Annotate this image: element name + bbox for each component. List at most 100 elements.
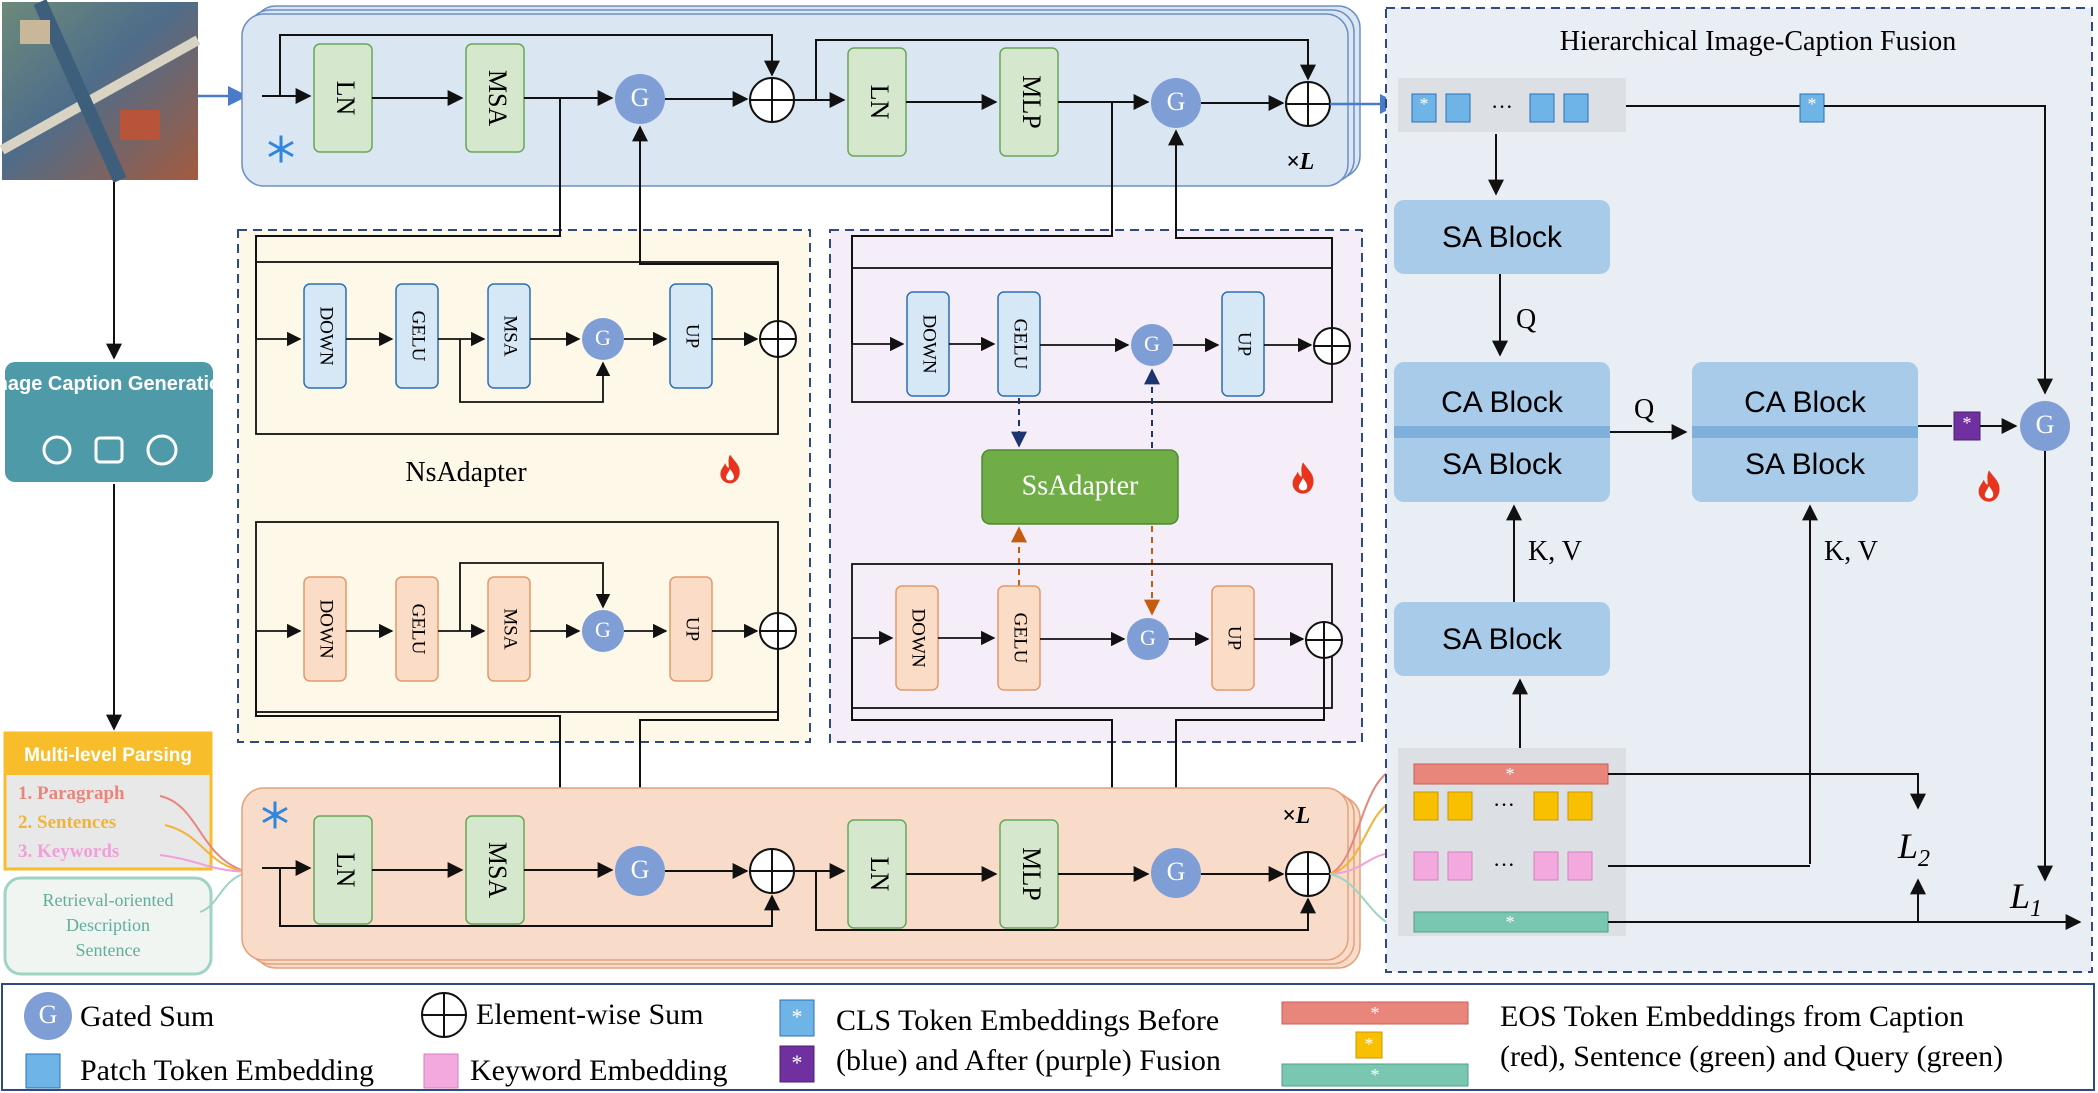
fusion-gate	[2020, 401, 2070, 451]
retrieval-line-2: Description	[66, 915, 150, 935]
svg-text:GELU: GELU	[1010, 613, 1031, 664]
ssadapter-panel: DOWN GELU G UP SsAdapter DOWN	[829, 229, 1363, 743]
loss-l1: L1	[2009, 876, 2042, 922]
retrieval-line-1: Retrieval-oriented	[43, 890, 174, 910]
svg-text:*: *	[1963, 413, 1972, 433]
svg-text:UP: UP	[1234, 332, 1255, 356]
ns-top-sum	[759, 320, 797, 358]
vision-sum-2	[1285, 81, 1331, 127]
ss-bottom-sum	[1305, 621, 1343, 659]
svg-text:SA Block: SA Block	[1442, 448, 1563, 481]
text-times-l: ×L	[1282, 803, 1310, 829]
eos-query-token: *	[1413, 911, 1609, 933]
vision-msa-label: MSA	[483, 70, 512, 127]
legend-keyword: Keyword Embedding	[470, 1054, 727, 1087]
sa-block-top	[1394, 200, 1610, 274]
legend-cls-line1: CLS Token Embeddings Before	[836, 1004, 1219, 1037]
legend-keyword-icon	[423, 1053, 459, 1089]
svg-text:DOWN: DOWN	[316, 599, 337, 658]
svg-text:SA Block: SA Block	[1442, 221, 1563, 254]
ss-top-gate	[1131, 324, 1173, 366]
svg-text:SA Block: SA Block	[1442, 623, 1563, 656]
vision-ln-label: LN	[331, 81, 360, 116]
svg-text:LN: LN	[331, 853, 360, 888]
svg-text:MSA: MSA	[500, 608, 521, 649]
svg-text:G: G	[595, 617, 611, 642]
svg-text:*: *	[1808, 94, 1817, 114]
cls-token-after: *	[1953, 411, 1981, 441]
svg-text:*: *	[792, 1050, 803, 1075]
parsing-item-paragraph: 1. Paragraph	[18, 783, 125, 804]
svg-text:···: ···	[1493, 792, 1515, 817]
legend-eos-line2: (red), Sentence (green) and Query (green…	[1500, 1040, 2003, 1073]
fusion-title: Hierarchical Image-Caption Fusion	[1560, 26, 1957, 57]
text-gate-2	[1151, 848, 1201, 898]
text-sum-1	[749, 848, 795, 894]
svg-text:*: *	[1365, 1034, 1374, 1054]
multi-level-parsing-box: Multi-level Parsing 1. Paragraph 2. Sent…	[3, 731, 213, 871]
patch-token-row: * ···	[1411, 93, 1589, 123]
svg-text:G: G	[1167, 857, 1186, 886]
text-sum-2	[1285, 851, 1331, 897]
legend-patch-icon	[25, 1053, 61, 1089]
svg-text:G: G	[39, 1000, 58, 1029]
svg-text:G: G	[1144, 331, 1160, 356]
nsadapter-label: NsAdapter	[405, 457, 527, 488]
nsadapter-panel: DOWN GELU MSA G UP NsAdapter DOWN GEL	[237, 229, 811, 743]
q-label-1: Q	[1516, 304, 1536, 335]
text-encoder: LN MSA G LN MLP G ×L	[241, 787, 1361, 969]
ns-bottom-gate	[582, 610, 624, 652]
loss-l2: L2	[1897, 826, 1930, 872]
svg-text:SA Block: SA Block	[1745, 448, 1866, 481]
svg-text:GELU: GELU	[408, 311, 429, 362]
svg-text:G: G	[595, 325, 611, 350]
svg-text:G: G	[2036, 410, 2055, 439]
svg-text:UP: UP	[682, 324, 703, 348]
ss-bottom-gate	[1127, 618, 1169, 660]
svg-text:GELU: GELU	[408, 604, 429, 655]
ss-top-sum	[1313, 327, 1351, 365]
retrieval-line-3: Sentence	[76, 940, 141, 960]
svg-text:MLP: MLP	[1017, 847, 1046, 900]
text-gate-1	[615, 846, 665, 896]
ssadapter-label: SsAdapter	[1022, 470, 1139, 501]
input-aerial-image	[0, 0, 201, 183]
legend-patch: Patch Token Embedding	[80, 1054, 374, 1087]
caption-generation-title: Image Caption Generation	[0, 373, 233, 395]
svg-text:GELU: GELU	[1010, 319, 1031, 370]
svg-text:···: ···	[1493, 852, 1515, 877]
ns-top-gate	[582, 318, 624, 360]
parsing-connectors	[159, 795, 249, 913]
svg-text:UP: UP	[1224, 626, 1245, 650]
svg-text:UP: UP	[682, 617, 703, 641]
vision-times-l: ×L	[1286, 149, 1314, 175]
svg-text:LN: LN	[865, 85, 894, 120]
svg-text:*: *	[1371, 1003, 1380, 1023]
parsing-title: Multi-level Parsing	[24, 745, 192, 766]
svg-text:*: *	[1371, 1065, 1380, 1085]
vision-gate-1	[615, 74, 665, 124]
eos-caption-token: *	[1413, 763, 1609, 785]
llm-logos-icon	[42, 434, 178, 466]
sentence-token-row: ···	[1413, 791, 1593, 821]
legend-eos-icons: * * *	[1281, 1001, 1469, 1087]
legend-cls-blue-icon	[779, 999, 815, 1037]
legend: G Gated Sum Element-wise Sum * * CLS Tok…	[1, 983, 2095, 1091]
svg-text:G: G	[1140, 625, 1156, 650]
svg-text:MSA: MSA	[500, 315, 521, 356]
svg-text:*: *	[1506, 912, 1515, 932]
svg-text:MSA: MSA	[483, 842, 512, 899]
legend-cls-purple-icon	[779, 1045, 815, 1083]
legend-eos-line1: EOS Token Embeddings from Caption	[1500, 1000, 1964, 1033]
svg-text:*: *	[1420, 94, 1429, 114]
ns-bottom-sum	[759, 612, 797, 650]
vision-sum-1	[749, 77, 795, 123]
svg-text:DOWN: DOWN	[919, 314, 940, 373]
ssadapter-box	[981, 449, 1179, 525]
keyword-token-row: ···	[1413, 851, 1593, 881]
encoder-adapter-connectors	[255, 98, 1333, 873]
legend-cls-line2: (blue) and After (purple) Fusion	[836, 1044, 1221, 1077]
svg-text:G: G	[631, 83, 650, 112]
svg-text:MLP: MLP	[1017, 75, 1046, 128]
